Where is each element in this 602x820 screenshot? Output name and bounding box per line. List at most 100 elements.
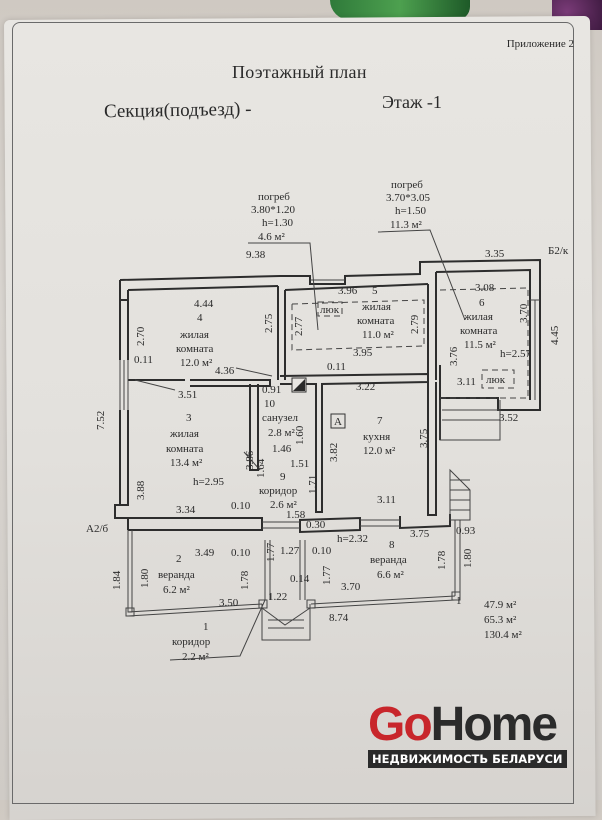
- plan-label: 9: [280, 471, 286, 483]
- room-6: 3.08 6 жилая комната 11.5 м² h=2.57 люк: [460, 282, 531, 386]
- vent-icon: [291, 377, 307, 393]
- plan-label: санузел: [262, 412, 299, 424]
- dimension: 3.76: [448, 346, 460, 366]
- plan-label: 5: [372, 285, 378, 297]
- dimension: 3.11: [377, 494, 396, 506]
- plan-label: коридор: [259, 485, 298, 497]
- dimension: 1.64: [255, 458, 267, 478]
- floor-plan: А погреб 3.80*1.20 h=1.30 4.6 м² погреб …: [86, 179, 569, 663]
- windows: [119, 279, 540, 529]
- dimension: 3.75: [410, 528, 430, 540]
- plan-label: 3: [186, 412, 192, 424]
- dimension: 1.80: [462, 548, 474, 568]
- plan-label: 12.0 м²: [363, 445, 396, 457]
- hatch-label: люк: [320, 304, 340, 316]
- dimension: 0.14: [290, 573, 310, 585]
- watermark-logo: GoHome НЕДВИЖИМОСТЬ БЕЛАРУСИ: [368, 701, 567, 768]
- dimension: 3.34: [176, 504, 196, 516]
- dimension: 1.71: [307, 475, 319, 494]
- room-8: h=2.32 8 веранда 6.6 м²: [337, 533, 407, 581]
- dimension: 3.52: [499, 412, 518, 424]
- dimension: 3.35: [485, 248, 505, 260]
- dimension: 2.79: [409, 314, 421, 334]
- plan-label: 6: [479, 297, 485, 309]
- dimension: 0.11: [327, 361, 346, 373]
- background-object: [330, 0, 470, 20]
- dimension: 3.51: [178, 389, 197, 401]
- dimension: 1.77: [321, 565, 333, 585]
- plan-label: А: [334, 416, 342, 428]
- dimension: 3.11: [457, 376, 476, 388]
- dimension: 0.93: [456, 525, 476, 537]
- plan-label: 3.70*3.05: [386, 192, 431, 204]
- dimension: 0.10: [312, 545, 332, 557]
- dimension: 3.95: [353, 347, 373, 359]
- plan-label: комната: [357, 315, 394, 327]
- room-2: 2 веранда 6.2 м²: [158, 553, 195, 596]
- plan-label: h=2.32: [337, 533, 368, 545]
- hatch-label: люк: [486, 374, 506, 386]
- veranda-outline: [125, 520, 461, 641]
- plan-label: 3.08: [475, 282, 495, 294]
- plan-label: 13.4 м²: [170, 457, 203, 469]
- plan-label: комната: [166, 443, 203, 455]
- plan-label: коридор: [172, 636, 211, 648]
- leader-lines: [134, 229, 466, 661]
- dimension: 8.74: [329, 612, 349, 624]
- plan-label: 2.6 м²: [270, 499, 297, 511]
- plan-label: 11.5 м²: [464, 339, 497, 351]
- plan-label: 4.44: [194, 298, 214, 310]
- room-4: 4.44 4 жилая комната 12.0 м²: [176, 298, 214, 369]
- plan-label: 3.80*1.20: [251, 204, 296, 216]
- plan-label: 6.6 м²: [377, 569, 404, 581]
- dimension: 1.77: [265, 542, 277, 562]
- dimension: 1.51: [290, 458, 309, 470]
- plan-label: 6.2 м²: [163, 584, 190, 596]
- plan-label: комната: [460, 325, 497, 337]
- dimension: 9.38: [246, 249, 266, 261]
- dimension: 1.80: [139, 568, 151, 588]
- plan-label: кухня: [363, 431, 390, 443]
- cellar-2-label: погреб 3.70*3.05 h=1.50 11.3 м²: [386, 179, 431, 231]
- stove-icon: А: [330, 413, 346, 429]
- plan-label: 7: [377, 415, 383, 427]
- dimension: 3.70: [518, 303, 530, 323]
- appendix-label: Приложение 2: [506, 38, 574, 50]
- total-area-with-cellar: 130.4 м²: [484, 629, 522, 641]
- dimension: 1.78: [239, 570, 251, 590]
- dimension: 2.77: [293, 316, 305, 336]
- dimension: 3.88: [135, 480, 147, 500]
- dimension: 1.22: [268, 591, 287, 603]
- plan-label: 11.3 м²: [390, 219, 423, 231]
- dimension: 0.30: [306, 519, 326, 531]
- plan-label: погреб: [258, 191, 290, 203]
- dimension: 3.70: [341, 581, 361, 593]
- brand-tagline: НЕДВИЖИМОСТЬ БЕЛАРУСИ: [368, 750, 567, 768]
- plan-label: 4: [197, 312, 203, 324]
- dimension: 1.84: [111, 570, 123, 590]
- stairs: [439, 400, 501, 521]
- dimension: 2.70: [135, 326, 147, 346]
- plan-label: 2: [176, 553, 182, 565]
- plan-label: комната: [176, 343, 213, 355]
- plan-label: h=2.95: [193, 476, 224, 488]
- dimension: 7.52: [95, 411, 107, 430]
- room-9: 9 коридор 2.6 м²: [259, 471, 298, 511]
- plan-label: погреб: [391, 179, 423, 191]
- dimension: 0.11: [134, 354, 153, 366]
- plan-label: жилая: [169, 428, 199, 440]
- dimension: 0.10: [231, 500, 251, 512]
- dimension: 1.78: [436, 550, 448, 570]
- total-area: 65.3 м²: [484, 614, 517, 626]
- dimension: 3.75: [418, 428, 430, 448]
- floor-label: Этаж -1: [382, 92, 442, 112]
- dimension: 0.91: [262, 384, 281, 396]
- room-3: 3 жилая комната 13.4 м² h=2.95: [166, 412, 224, 488]
- plan-label: 1: [203, 621, 209, 633]
- plan-label: 10: [264, 398, 276, 410]
- dimension: 4.36: [215, 365, 235, 377]
- dimension: 1.27: [280, 545, 300, 557]
- dimension: 4.45: [549, 325, 561, 345]
- dimension: 1.60: [294, 425, 306, 445]
- dimension: 2.75: [263, 313, 275, 333]
